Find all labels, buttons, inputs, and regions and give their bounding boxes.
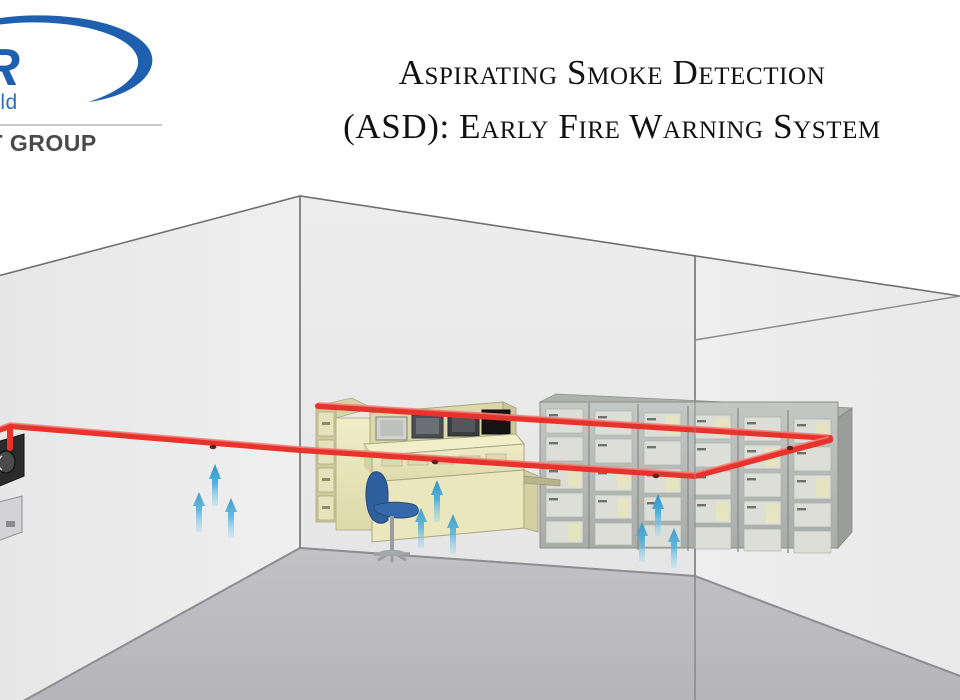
console-monitors bbox=[375, 409, 511, 441]
left-wall bbox=[0, 196, 300, 700]
logo-tagline: the world bbox=[0, 91, 18, 114]
airflow-cluster-3 bbox=[636, 494, 680, 568]
floor-edge-back bbox=[299, 547, 696, 577]
sampling-point-2 bbox=[431, 459, 439, 465]
sampling-point-1 bbox=[209, 444, 217, 450]
slide-header: BER the world of ADIT GROUP Aspirating S… bbox=[0, 0, 960, 178]
filing-cabinet bbox=[314, 397, 374, 531]
airflow-cluster-1 bbox=[193, 464, 237, 538]
red-sampling-pipe-loop bbox=[0, 403, 833, 479]
floor-edge-left bbox=[23, 547, 301, 700]
logo-divider bbox=[0, 124, 162, 126]
pipe-highlight bbox=[0, 402, 829, 474]
airflow-arrows bbox=[193, 464, 680, 568]
wall-mounted-equipment-box bbox=[0, 495, 23, 541]
sampling-point-3 bbox=[652, 473, 660, 479]
office-chair bbox=[365, 471, 419, 562]
page-title: Aspirating Smoke Detection (ASD): Early … bbox=[232, 46, 960, 154]
floor-edge-right bbox=[694, 575, 960, 677]
company-logo: BER the world of ADIT GROUP bbox=[0, 8, 172, 158]
sampling-point-4 bbox=[786, 445, 794, 451]
page-title-line-1: Aspirating Smoke Detection bbox=[398, 53, 826, 92]
logo-wordmark: BER bbox=[0, 42, 138, 94]
asd-room-illustration bbox=[0, 176, 960, 700]
logo-group-name: ADIT GROUP bbox=[0, 130, 97, 156]
airflow-cluster-2 bbox=[415, 480, 459, 554]
rack-units bbox=[545, 408, 832, 554]
page-title-line-2: (ASD): Early Fire Warning System bbox=[343, 107, 881, 146]
room-3d-scene bbox=[0, 195, 960, 700]
logo-group-line: of ADIT GROUP bbox=[0, 130, 174, 157]
sampling-points bbox=[209, 444, 794, 479]
